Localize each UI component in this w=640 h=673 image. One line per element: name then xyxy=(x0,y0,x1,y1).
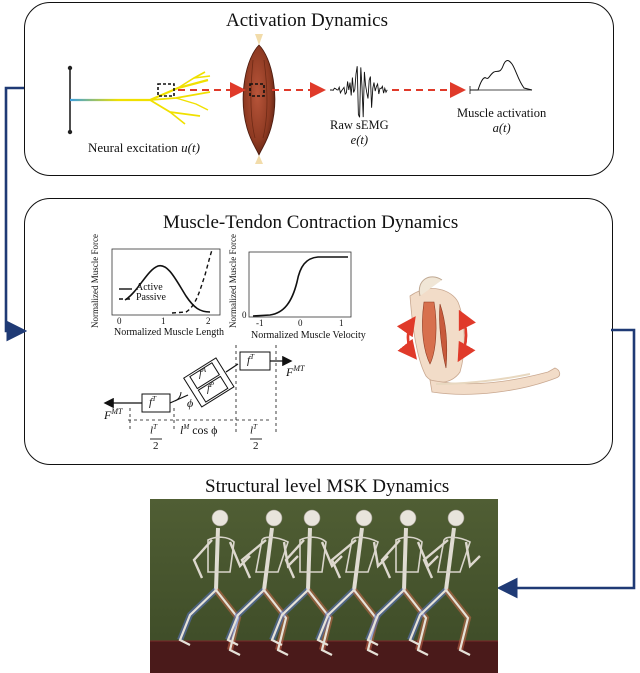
feedback-arrow-right xyxy=(496,328,636,599)
neural-excitation-label: Neural excitation u(t) xyxy=(88,140,200,155)
skeleton-figure xyxy=(407,509,481,656)
fl-xlabel: Normalized Muscle Length xyxy=(114,327,224,338)
semg-signal xyxy=(330,66,388,118)
arm-illustration xyxy=(396,276,561,395)
lm-cos-label: lM cos ϕ xyxy=(180,423,218,437)
fv-tick-1: 1 xyxy=(339,318,344,328)
fmt-left-label: FMT xyxy=(104,407,123,422)
passive-element-label: fP xyxy=(207,381,215,395)
fl-tick-1: 1 xyxy=(161,316,166,326)
activation-title: Activation Dynamics xyxy=(226,10,388,31)
fv-tick-m1: -1 xyxy=(256,318,264,328)
hill-muscle-model xyxy=(103,345,293,440)
muscle-activation-label: Muscle activation a(t) xyxy=(457,106,547,135)
fl-ylabel: Normalized Muscle Force xyxy=(89,234,100,328)
fl-tick-0: 0 xyxy=(117,316,122,326)
active-element-label: fA xyxy=(199,366,207,380)
contraction-panel xyxy=(24,198,613,465)
lt-right-numerator: lT xyxy=(250,423,257,437)
feedback-arrow-left xyxy=(4,86,28,342)
neuron-icon xyxy=(67,65,211,135)
fmt-right-label: FMT xyxy=(286,364,305,379)
contraction-title: Muscle-Tendon Contraction Dynamics xyxy=(163,212,459,233)
fl-legend-passive: Passive xyxy=(136,292,166,303)
tendon-left-label: fT xyxy=(149,395,156,409)
fv-ytick-0: 0 xyxy=(242,310,247,320)
fv-xlabel: Normalized Muscle Velocity xyxy=(251,330,366,341)
fl-legend-active: Active xyxy=(136,282,163,293)
structural-title: Structural level MSK Dynamics xyxy=(205,476,450,497)
fl-tick-2: 2 xyxy=(206,316,211,326)
skeleton-figure xyxy=(177,509,251,656)
pennation-angle-label: ϕ xyxy=(187,396,194,410)
lt-left-denominator: 2 xyxy=(153,440,159,452)
muscle-icon xyxy=(242,34,276,164)
semg-label: Raw sEMG e(t) xyxy=(330,118,389,147)
fv-tick-0: 0 xyxy=(298,318,303,328)
running-skeleton-image xyxy=(150,499,498,673)
skeleton-figure xyxy=(225,509,299,656)
lt-left-numerator: lT xyxy=(150,423,157,437)
fv-ylabel: Normalized Muscle Force xyxy=(227,234,238,328)
tendon-right-label: fT xyxy=(247,353,254,367)
activation-curve xyxy=(469,60,533,94)
lt-right-denominator: 2 xyxy=(253,440,259,452)
skeleton-figure xyxy=(365,509,439,656)
force-length-plot xyxy=(111,248,221,316)
force-velocity-plot xyxy=(248,251,352,318)
